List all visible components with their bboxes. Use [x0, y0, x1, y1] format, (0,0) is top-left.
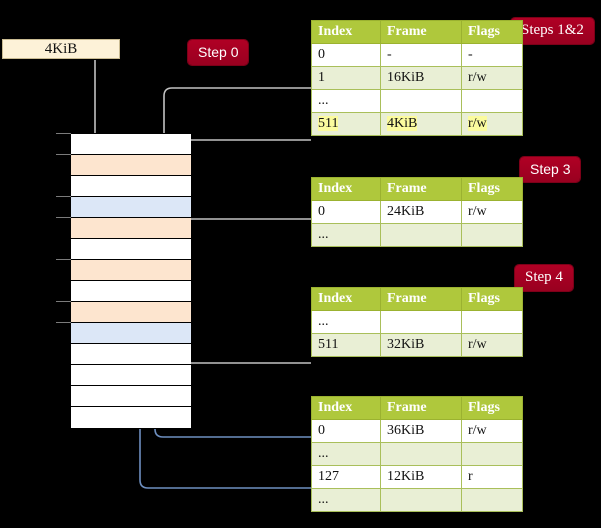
table-cell: - — [461, 43, 523, 67]
memory-frame-row — [71, 365, 191, 386]
memory-row-tick — [56, 301, 71, 302]
table-cell: ... — [311, 310, 381, 334]
table-cell — [461, 223, 523, 247]
memory-frame-row — [71, 281, 191, 302]
table-row: ... — [311, 223, 523, 247]
table-cell: - — [380, 43, 462, 67]
table-cell: 32KiB — [380, 333, 462, 357]
memory-row-tick — [56, 133, 71, 134]
table-cell: r/w — [461, 333, 523, 357]
physical-memory-column — [70, 133, 191, 429]
table-cell: 127 — [311, 465, 381, 489]
memory-frame-row — [71, 386, 191, 407]
table-cell: 4KiB — [380, 112, 462, 136]
table-row: 0-- — [311, 43, 523, 67]
table-cell — [380, 442, 462, 466]
table-cell — [461, 442, 523, 466]
table-cell: 0 — [311, 419, 381, 443]
wire-step3-table-to-memory — [177, 218, 311, 252]
badge-step-4: Step 4 — [515, 265, 573, 291]
table-cell: r/w — [461, 66, 523, 90]
wire-step4-table-to-memory — [177, 307, 311, 364]
column-header: Index — [311, 177, 381, 201]
table-cell — [461, 89, 523, 113]
table-cell — [380, 488, 462, 512]
table-cell: 24KiB — [380, 200, 462, 224]
memory-frame-row — [71, 176, 191, 197]
memory-frame-row — [71, 344, 191, 365]
column-header: Flags — [461, 20, 523, 44]
column-header: Index — [311, 396, 381, 420]
column-header: Frame — [380, 396, 462, 420]
memory-frame-row — [71, 134, 191, 155]
table-cell: 12KiB — [380, 465, 462, 489]
column-header: Flags — [461, 287, 523, 311]
table-cell — [380, 310, 462, 334]
table-row: ... — [311, 310, 523, 334]
table-cell: ... — [311, 442, 381, 466]
column-header: Index — [311, 287, 381, 311]
table-cell: ... — [311, 89, 381, 113]
table-row: ... — [311, 488, 523, 512]
memory-row-tick — [56, 322, 71, 323]
table-cell: ... — [311, 223, 381, 247]
table-cell — [380, 223, 462, 247]
source-frame-box: 4KiB — [2, 39, 120, 59]
memory-frame-row — [71, 239, 191, 260]
table-cell: 16KiB — [380, 66, 462, 90]
wire-steps12-table511-to-memory — [177, 139, 311, 167]
table-cell: ... — [311, 488, 381, 512]
column-header: Frame — [380, 20, 462, 44]
badge-steps-1-2: Steps 1&2 — [511, 18, 594, 44]
memory-frame-row — [71, 155, 191, 176]
column-header: Flags — [461, 177, 523, 201]
table-cell: r/w — [461, 112, 523, 136]
table-row: ... — [311, 442, 523, 466]
memory-row-tick — [56, 196, 71, 197]
table-cell — [461, 488, 523, 512]
table-cell: r/w — [461, 419, 523, 443]
table-cell: 511 — [311, 333, 381, 357]
table-cell: 1 — [311, 66, 381, 90]
column-header: Frame — [380, 287, 462, 311]
table-cell — [461, 310, 523, 334]
memory-frame-row — [71, 407, 191, 428]
memory-frame-row — [71, 197, 191, 218]
table-cell: 0 — [311, 43, 381, 67]
memory-row-tick — [56, 217, 71, 218]
column-header: Index — [311, 20, 381, 44]
table-cell: 0 — [311, 200, 381, 224]
badge-step-0: Step 0 — [188, 40, 249, 65]
memory-row-tick — [56, 259, 71, 260]
table-cell — [380, 89, 462, 113]
table-cell: r/w — [461, 200, 523, 224]
memory-row-tick — [56, 154, 71, 155]
badge-step-3: Step 3 — [520, 157, 581, 182]
column-header: Frame — [380, 177, 462, 201]
table-cell: 511 — [311, 112, 381, 136]
column-header: Flags — [461, 396, 523, 420]
memory-frame-row — [71, 260, 191, 281]
memory-frame-row — [71, 323, 191, 344]
table-cell: r — [461, 465, 523, 489]
memory-frame-row — [71, 302, 191, 323]
table-row: ... — [311, 89, 523, 113]
memory-frame-row — [71, 218, 191, 239]
table-cell: 36KiB — [380, 419, 462, 443]
